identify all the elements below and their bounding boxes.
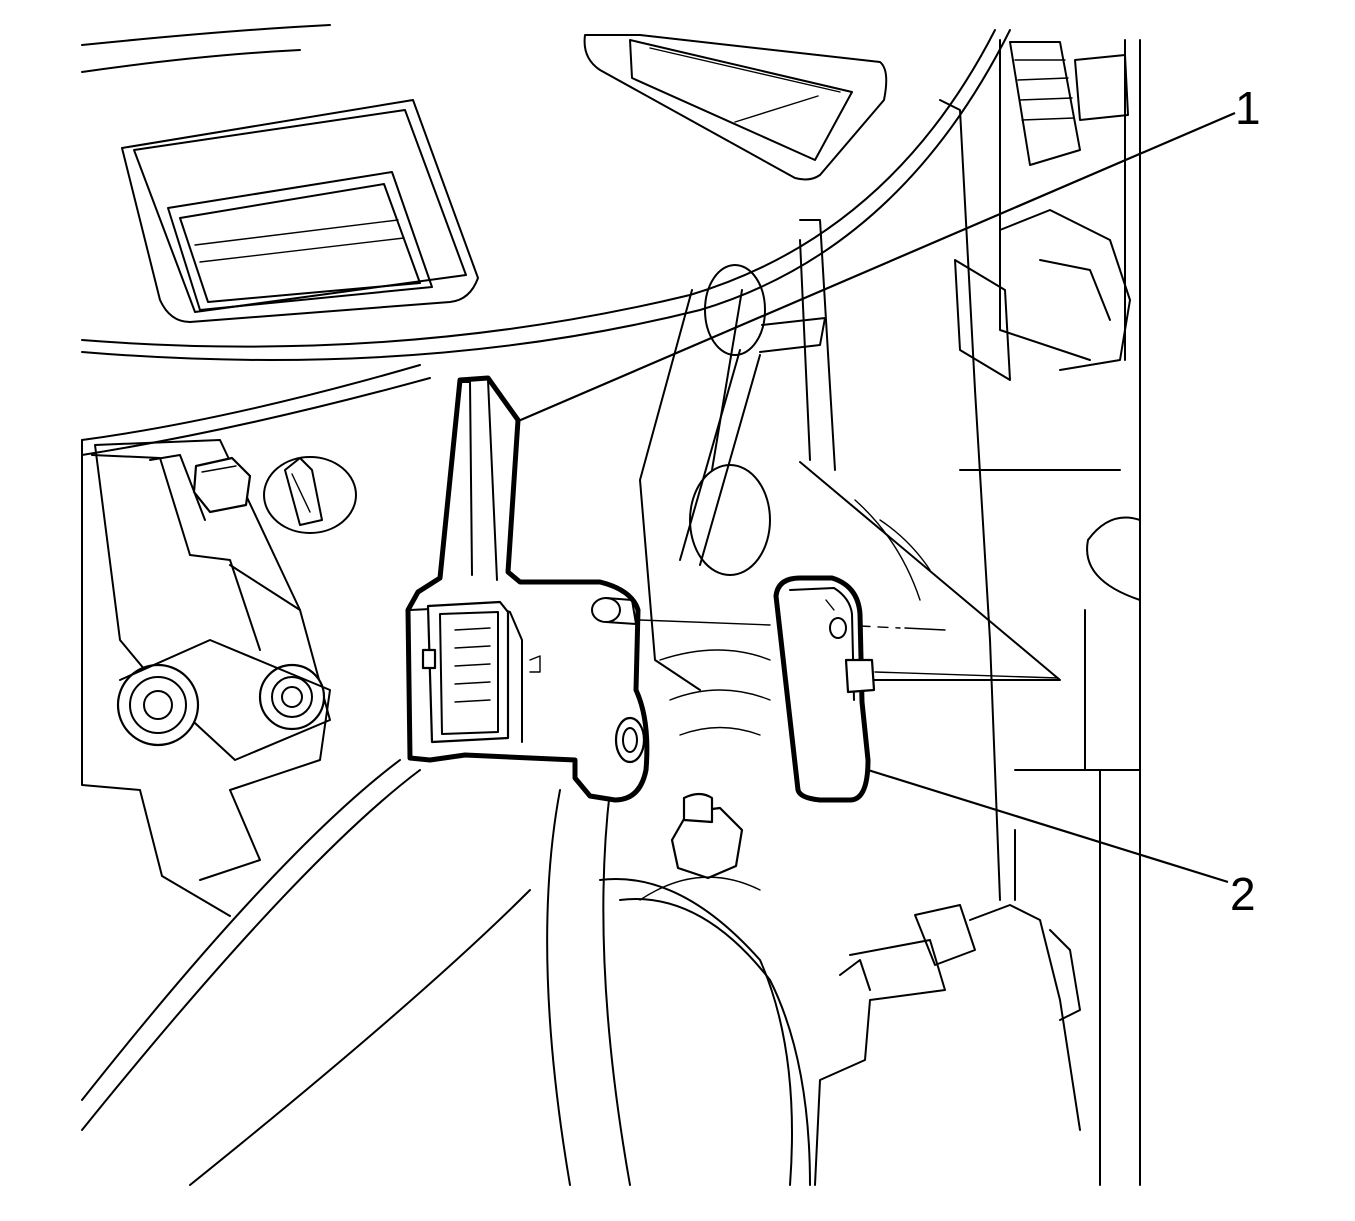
pedal-position-sensor	[405, 375, 650, 803]
callout-2-label: 2	[1230, 868, 1256, 920]
callout-1: 1	[515, 82, 1261, 424]
callout-1-label: 1	[1235, 82, 1261, 134]
callout-2: 2	[867, 768, 1256, 920]
callout-2-leader	[867, 768, 1229, 884]
callout-1-leader	[515, 111, 1236, 424]
background-linework	[81, 24, 1141, 1186]
sensor-lever	[773, 575, 876, 803]
